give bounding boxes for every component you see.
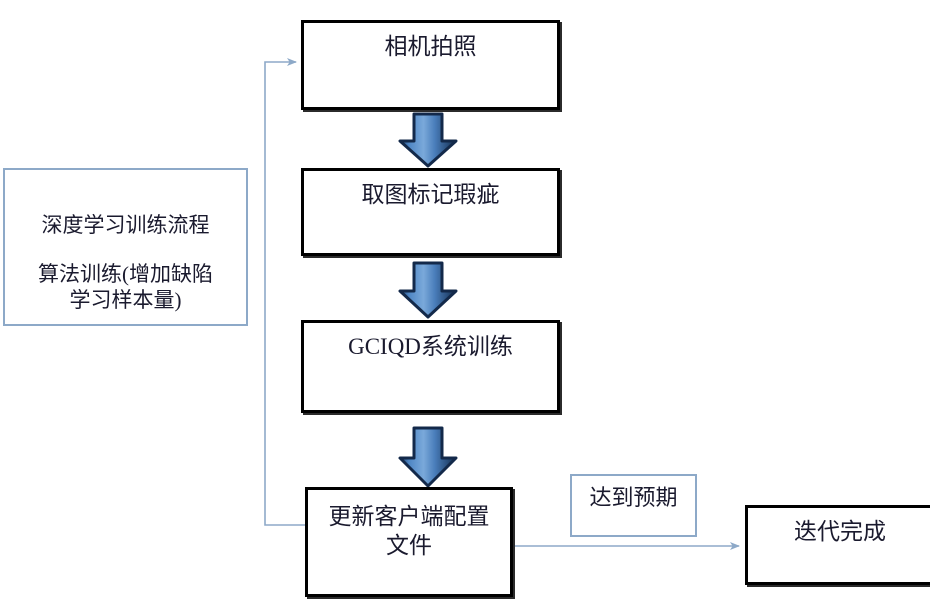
- arrow-mark-train-icon: [398, 261, 458, 319]
- node-gciqd-system-training-label: GCIQD系统训练: [348, 334, 513, 359]
- node-update-client-config[interactable]: 更新客户端配置 文件: [305, 487, 513, 597]
- arrow-train-update-icon: [398, 426, 458, 488]
- note-box-line2: 算法训练(增加缺陷 学习样本量): [38, 261, 213, 312]
- node-mark-defects[interactable]: 取图标记瑕疵: [301, 168, 560, 256]
- node-camera-capture-label: 相机拍照: [384, 34, 477, 59]
- node-camera-capture[interactable]: 相机拍照: [301, 20, 560, 110]
- node-mark-defects-label: 取图标记瑕疵: [361, 182, 500, 207]
- note-box-training-process: 深度学习训练流程 算法训练(增加缺陷 学习样本量): [3, 168, 248, 326]
- node-iteration-complete-label: 迭代完成: [794, 519, 886, 544]
- node-meets-expectation[interactable]: 达到预期: [570, 474, 697, 537]
- note-box-line1: 深度学习训练流程: [41, 213, 210, 238]
- node-meets-expectation-label: 达到预期: [589, 485, 678, 510]
- node-iteration-complete[interactable]: 迭代完成: [745, 505, 930, 585]
- node-update-client-config-label: 更新客户端配置 文件: [328, 504, 490, 558]
- arrow-capture-mark-icon: [398, 112, 458, 168]
- arrow-feedback-loop: [264, 58, 305, 526]
- node-gciqd-system-training[interactable]: GCIQD系统训练: [301, 320, 560, 413]
- note-box-text: 深度学习训练流程 算法训练(增加缺陷 学习样本量): [38, 170, 213, 324]
